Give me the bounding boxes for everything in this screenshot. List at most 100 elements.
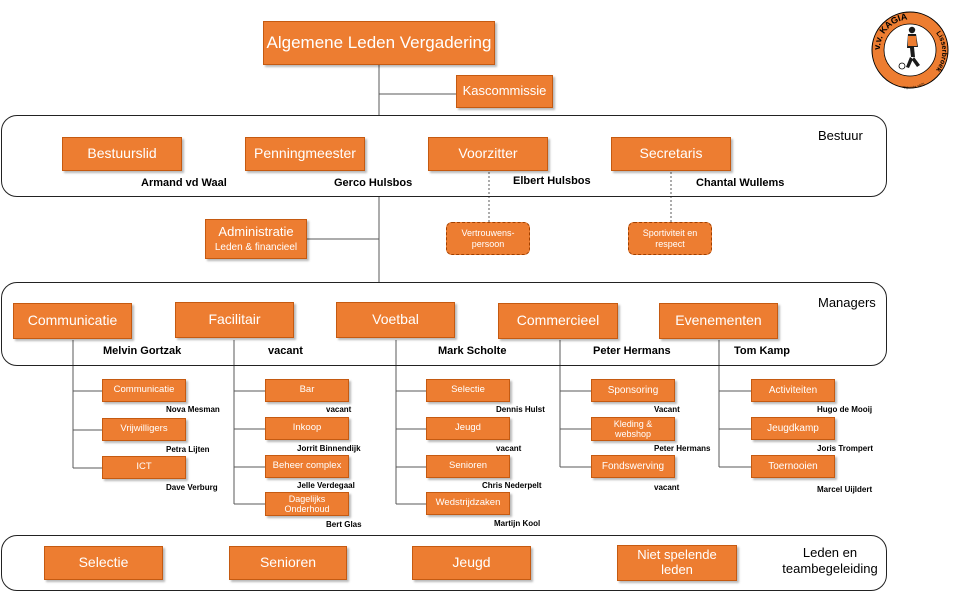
sub-activiteiten-box: Activiteiten — [751, 379, 835, 402]
bestuur-title: Bestuur — [818, 128, 863, 143]
sub-jeugdkamp-person: Joris Trompert — [817, 444, 874, 453]
sub-toernooien-box: Toernooien — [751, 455, 835, 478]
sub-jeugd-box: Jeugd — [426, 417, 510, 440]
logo-founded: opgericht 1925 — [902, 82, 925, 90]
sub-jeugdkamp-box: Jeugdkamp — [751, 417, 835, 440]
sub-kleding-webshop-box: Kleding & webshop — [591, 417, 675, 441]
facilitair-manager-label: Facilitair — [208, 311, 261, 328]
communicatie-manager-label: Communicatie — [27, 312, 118, 329]
sub-senioren-box: Senioren — [426, 455, 510, 478]
sub-beheer-complex-label: Beheer complex — [272, 460, 342, 472]
commercieel-manager-box: Commercieel — [498, 303, 618, 339]
sub-wedstrijdzaken-person: Martijn Kool — [494, 519, 541, 528]
sub-kleding-webshop-person: Peter Hermans — [654, 444, 711, 453]
sub-selectie-person: Dennis Hulst — [496, 405, 545, 414]
sub-wedstrijdzaken-box: Wedstrijdzaken — [426, 492, 510, 515]
voorzitter-label: Voorzitter — [458, 145, 518, 162]
sub-ict-person: Dave Verburg — [166, 483, 218, 492]
sub-jeugd-person: vacant — [496, 444, 522, 453]
leden-jeugd-label: Jeugd — [452, 554, 491, 571]
ball-icon — [898, 62, 906, 70]
sub-activiteiten-label: Activiteiten — [768, 384, 818, 396]
voetbal-manager-person: Mark Scholte — [438, 345, 507, 357]
sub-senioren-person: Chris Nederpelt — [482, 481, 542, 490]
leden-senioren-box: Senioren — [229, 546, 347, 580]
administratie-box: Administratie Leden & financieel — [205, 219, 307, 259]
sub-kleding-webshop-line1: Kleding & — [613, 418, 653, 429]
sub-inkoop-box: Inkoop — [265, 417, 349, 440]
facilitair-manager-person: vacant — [268, 345, 303, 357]
club-logo: v.v. KAGIA Lisserbroek opgericht 1925 — [868, 3, 952, 103]
sub-fondswerving-box: Fondswerving — [591, 455, 675, 478]
secretaris-box: Secretaris — [611, 137, 731, 171]
sub-kleding-webshop-line2: webshop — [614, 429, 652, 439]
sub-beheer-complex-box: Beheer complex — [265, 455, 349, 478]
sub-ict-label: ICT — [136, 461, 152, 473]
sub-sponsoring-box: Sponsoring — [591, 379, 675, 402]
commercieel-manager-person: Peter Hermans — [593, 345, 671, 357]
sub-dagelijks-onderhoud-box: Dagelijks Onderhoud — [265, 492, 349, 516]
kascommissie-box: Kascommissie — [456, 75, 553, 108]
sub-senioren-label: Senioren — [448, 460, 488, 472]
voetbal-manager-box: Voetbal — [336, 302, 455, 338]
administratie-line2: Leden & financieel — [214, 241, 298, 253]
alv-box: Algemene Leden Vergadering — [263, 21, 495, 65]
bestuurslid-label: Bestuurslid — [87, 145, 157, 162]
leden-niet-spelende-line1: Niet spelende — [637, 547, 717, 563]
secretaris-label: Secretaris — [639, 145, 703, 162]
bestuurslid-box: Bestuurslid — [62, 137, 182, 171]
facilitair-manager-box: Facilitair — [175, 302, 294, 338]
sub-beheer-complex-person: Jelle Verdegaal — [297, 481, 355, 490]
sub-ict-box: ICT — [102, 456, 186, 479]
leden-panel — [1, 535, 887, 591]
sub-dagelijks-onderhoud-person: Bert Glas — [326, 520, 362, 529]
leden-title-line2: teambegeleiding — [782, 561, 878, 577]
sub-communicatie-person: Nova Mesman — [166, 405, 220, 414]
sub-selectie-box: Selectie — [426, 379, 510, 402]
club-logo-graphic: v.v. KAGIA Lisserbroek opgericht 1925 — [871, 11, 949, 90]
sub-inkoop-label: Inkoop — [292, 422, 322, 434]
penningmeester-person: Gerco Hulsbos — [334, 177, 413, 189]
sportiviteit-box: Sportiviteit en respect — [628, 222, 712, 255]
evenementen-manager-box: Evenementen — [659, 303, 778, 339]
leden-senioren-label: Senioren — [259, 554, 317, 571]
voorzitter-person: Elbert Hulsbos — [513, 175, 591, 187]
voorzitter-box: Voorzitter — [428, 137, 548, 171]
sub-toernooien-person: Marcel Uijldert — [817, 485, 873, 494]
sub-sponsoring-label: Sponsoring — [607, 384, 659, 396]
commercieel-manager-label: Commercieel — [516, 312, 600, 329]
sub-vrijwilligers-box: Vrijwilligers — [102, 418, 186, 441]
leden-niet-spelende-box: Niet spelende leden — [617, 545, 737, 581]
kascommissie-label: Kascommissie — [462, 83, 547, 99]
leden-title-line1: Leden en — [802, 545, 858, 560]
sub-communicatie-box: Communicatie — [102, 379, 186, 402]
leden-jeugd-box: Jeugd — [412, 546, 531, 580]
sub-selectie-label: Selectie — [451, 384, 485, 396]
sub-communicatie-label: Communicatie — [113, 384, 175, 396]
sub-inkoop-person: Jorrit Binnendijk — [297, 444, 361, 453]
sportiviteit-line1: Sportiviteit en — [642, 228, 698, 239]
sub-activiteiten-person: Hugo de Mooij — [817, 405, 873, 414]
communicatie-manager-box: Communicatie — [13, 303, 132, 339]
secretaris-person: Chantal Wullems — [696, 177, 785, 189]
sub-bar-person: vacant — [326, 405, 352, 414]
sub-jeugd-label: Jeugd — [455, 422, 481, 434]
bestuurslid-person: Armand vd Waal — [141, 177, 227, 189]
sub-dagelijks-onderhoud-line2: Onderhoud — [284, 504, 330, 514]
sub-wedstrijdzaken-label: Wedstrijdzaken — [435, 497, 501, 509]
sub-vrijwilligers-person: Petra Lijten — [166, 445, 210, 454]
voetbal-manager-label: Voetbal — [372, 311, 419, 328]
sub-bar-box: Bar — [265, 379, 349, 402]
player-shirt — [908, 36, 917, 46]
penningmeester-label: Penningmeester — [254, 145, 356, 162]
managers-panel — [1, 282, 887, 366]
leden-selectie-label: Selectie — [78, 554, 129, 571]
sub-bar-label: Bar — [299, 384, 315, 396]
evenementen-manager-person: Tom Kamp — [734, 345, 791, 357]
svg-text:opgericht 1925: opgericht 1925 — [902, 82, 925, 90]
evenementen-manager-label: Evenementen — [675, 312, 762, 329]
sub-dagelijks-onderhoud-line1: Dagelijks — [288, 493, 326, 504]
sportiviteit-line2: respect — [655, 238, 685, 249]
sub-jeugdkamp-label: Jeugdkamp — [767, 422, 819, 434]
